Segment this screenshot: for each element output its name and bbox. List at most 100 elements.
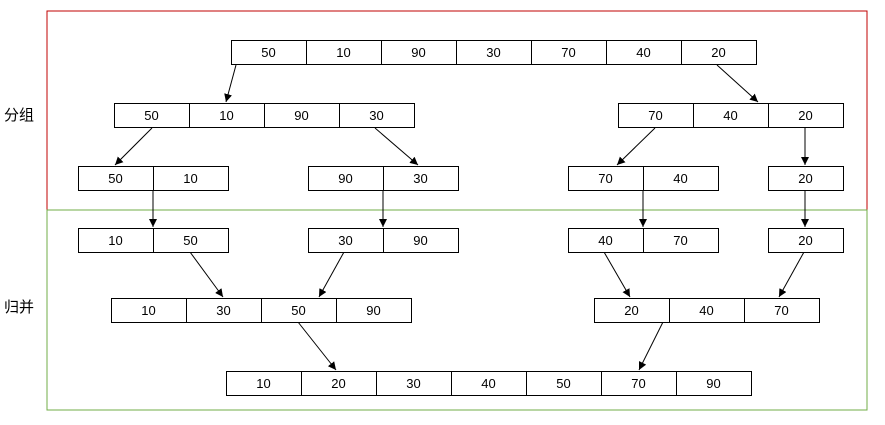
array-cell bbox=[768, 103, 844, 128]
array-cell bbox=[768, 166, 844, 191]
array-cell bbox=[568, 166, 644, 191]
array-cell bbox=[618, 103, 694, 128]
array-cell bbox=[568, 228, 644, 253]
array-cell-value: 30 bbox=[216, 303, 230, 318]
array-cell-value: 20 bbox=[798, 108, 812, 123]
arrow-connector bbox=[638, 321, 664, 371]
arrow-connector bbox=[616, 127, 656, 166]
array-cell-value: 50 bbox=[144, 108, 158, 123]
array-cell-value: 30 bbox=[406, 376, 420, 391]
array-cell bbox=[456, 40, 532, 65]
array-cell-value: 30 bbox=[413, 171, 427, 186]
array-row-r2b: 70 40 20 bbox=[618, 103, 844, 128]
array-cell-value: 20 bbox=[711, 45, 725, 60]
array-cell-value: 20 bbox=[798, 233, 812, 248]
array-cell bbox=[383, 166, 459, 191]
arrow-connector bbox=[603, 251, 631, 298]
array-cell-value: 10 bbox=[108, 233, 122, 248]
array-row-r3c: 70 40 bbox=[568, 166, 719, 191]
array-cell bbox=[606, 40, 682, 65]
array-cell-value: 40 bbox=[699, 303, 713, 318]
array-cell bbox=[451, 371, 527, 396]
array-cell-value: 10 bbox=[336, 45, 350, 60]
array-cell bbox=[153, 228, 229, 253]
array-cell-value: 50 bbox=[108, 171, 122, 186]
array-cell-value: 90 bbox=[411, 45, 425, 60]
array-cell-value: 30 bbox=[338, 233, 352, 248]
array-cell-value: 20 bbox=[798, 171, 812, 186]
array-cell-value: 20 bbox=[624, 303, 638, 318]
array-row-r3d: 20 bbox=[768, 166, 844, 191]
array-cell bbox=[526, 371, 602, 396]
array-cell-value: 70 bbox=[774, 303, 788, 318]
array-cell bbox=[189, 103, 265, 128]
array-cell-value: 10 bbox=[183, 171, 197, 186]
array-cell bbox=[693, 103, 769, 128]
array-cell-value: 50 bbox=[183, 233, 197, 248]
array-cell bbox=[226, 371, 302, 396]
arrow-connector bbox=[114, 127, 153, 166]
array-cell-value: 40 bbox=[723, 108, 737, 123]
array-cell bbox=[676, 371, 752, 396]
array-cell bbox=[383, 228, 459, 253]
array-cell bbox=[78, 166, 154, 191]
arrow-connector bbox=[189, 251, 224, 298]
array-cell-value: 90 bbox=[338, 171, 352, 186]
array-cell-value: 90 bbox=[706, 376, 720, 391]
array-cell bbox=[153, 166, 229, 191]
array-cell bbox=[643, 228, 719, 253]
array-cell bbox=[308, 228, 384, 253]
arrows-group bbox=[114, 64, 809, 371]
array-cell-value: 50 bbox=[291, 303, 305, 318]
array-cell-value: 40 bbox=[673, 171, 687, 186]
arrow-connector bbox=[224, 64, 237, 103]
array-cell-value: 10 bbox=[256, 376, 270, 391]
array-cell-value: 70 bbox=[561, 45, 575, 60]
array-cell-value: 90 bbox=[366, 303, 380, 318]
array-cell bbox=[114, 103, 190, 128]
array-cell bbox=[308, 166, 384, 191]
array-cell bbox=[681, 40, 757, 65]
array-cell bbox=[339, 103, 415, 128]
array-cell-value: 50 bbox=[261, 45, 275, 60]
array-row-r3a: 50 10 bbox=[78, 166, 229, 191]
array-cell-value: 70 bbox=[648, 108, 662, 123]
array-cell-value: 50 bbox=[556, 376, 570, 391]
array-row-r5b: 20 40 70 bbox=[594, 298, 820, 323]
arrow-connector bbox=[778, 251, 805, 298]
array-cell bbox=[78, 228, 154, 253]
array-cell bbox=[261, 298, 337, 323]
merge-region bbox=[46, 209, 868, 411]
array-cell bbox=[643, 166, 719, 191]
array-cell bbox=[306, 40, 382, 65]
array-cell-value: 10 bbox=[141, 303, 155, 318]
array-cell bbox=[744, 298, 820, 323]
array-cell-value: 90 bbox=[294, 108, 308, 123]
array-cell-value: 10 bbox=[219, 108, 233, 123]
arrow-connector bbox=[318, 251, 345, 298]
array-cell-value: 70 bbox=[673, 233, 687, 248]
array-cell bbox=[381, 40, 457, 65]
merge-phase-label: 归并 bbox=[4, 299, 35, 316]
array-cell-value: 40 bbox=[636, 45, 650, 60]
array-row-r4a: 10 50 bbox=[78, 228, 229, 253]
array-cell bbox=[301, 371, 377, 396]
array-cell bbox=[531, 40, 607, 65]
arrow-connector bbox=[374, 127, 419, 166]
array-row-r4b: 30 90 bbox=[308, 228, 459, 253]
split-phase-label: 分组 bbox=[4, 107, 35, 124]
array-cell-value: 90 bbox=[413, 233, 427, 248]
array-row-r1: 50 10 90 30 70 40 20 bbox=[231, 40, 757, 65]
array-cell-value: 70 bbox=[631, 376, 645, 391]
arrow-connector bbox=[297, 321, 337, 371]
array-cell-value: 30 bbox=[486, 45, 500, 60]
array-row-r4d: 20 bbox=[768, 228, 844, 253]
array-cell-value: 70 bbox=[598, 171, 612, 186]
array-row-r3b: 90 30 bbox=[308, 166, 459, 191]
array-cell-value: 30 bbox=[369, 108, 383, 123]
array-cell-value: 20 bbox=[331, 376, 345, 391]
